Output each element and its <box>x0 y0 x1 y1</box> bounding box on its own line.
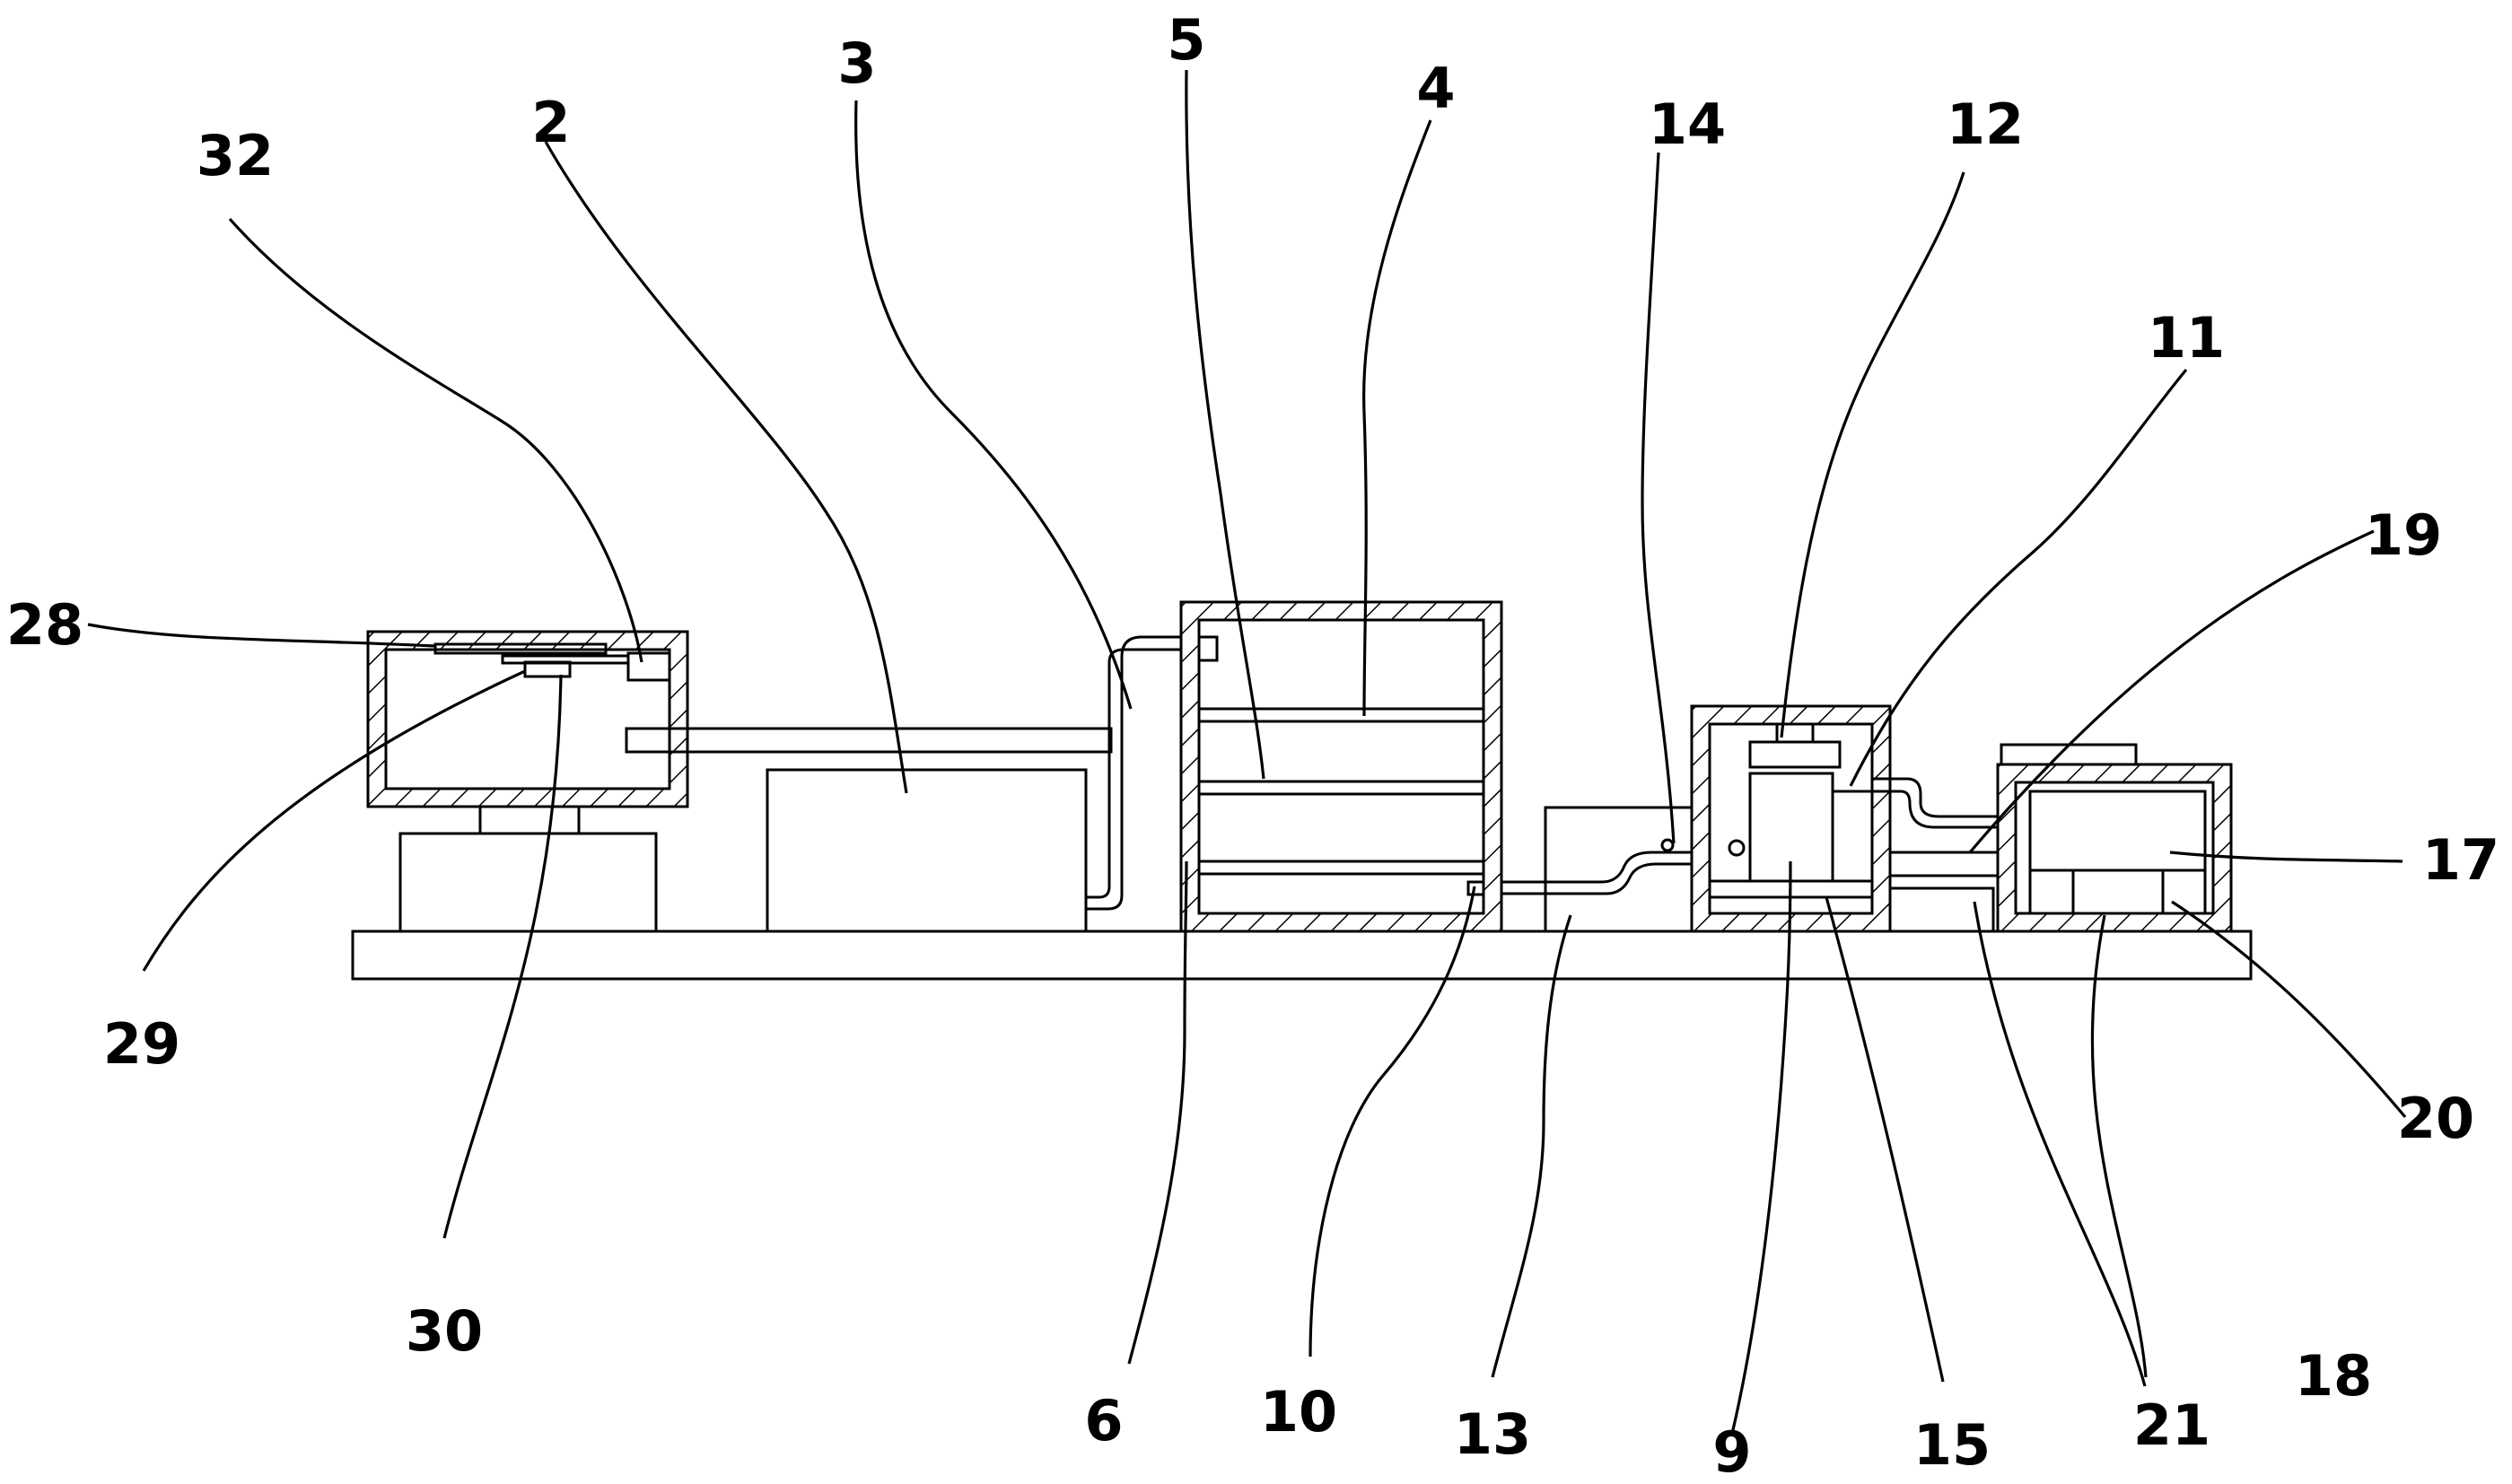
part-12-holder <box>1748 740 1842 769</box>
label-32: 32 <box>197 123 274 188</box>
inlet-box <box>1197 635 1219 662</box>
label-6: 6 <box>1084 1388 1123 1453</box>
part-28-plate <box>433 642 608 655</box>
part-9-knob <box>1728 839 1746 857</box>
part-14-fitting <box>1660 838 1675 852</box>
label-11: 11 <box>2148 305 2225 371</box>
label-19: 19 <box>2365 502 2442 568</box>
part-5-plate <box>1197 780 1485 796</box>
main-tank <box>1179 600 1503 933</box>
label-12: 12 <box>1947 92 2024 157</box>
part-21-channel <box>1888 851 2012 877</box>
pipe-19 <box>1872 777 2010 818</box>
part-30-sensor <box>523 660 572 678</box>
label-28: 28 <box>6 592 83 658</box>
label-3: 3 <box>837 31 876 96</box>
label-29: 29 <box>103 1011 180 1077</box>
label-21: 21 <box>2133 1392 2210 1458</box>
label-30: 30 <box>406 1298 483 1364</box>
left-cabinet <box>366 630 689 933</box>
part-21-block <box>1888 886 1995 933</box>
label-17: 17 <box>2422 827 2499 893</box>
part-4-plate <box>1197 707 1485 723</box>
top-bracket <box>2000 743 2138 764</box>
part-17-box <box>2028 790 2207 872</box>
cabinet-stand <box>398 832 658 933</box>
pipe-3 <box>1086 635 1183 911</box>
part-20-block <box>2071 869 2165 915</box>
part-6-plate <box>1197 860 1485 876</box>
label-14: 14 <box>1649 92 1726 157</box>
cabinet-neck <box>478 805 581 835</box>
part-10-outlet <box>1466 880 1485 896</box>
right-cabinet <box>1996 743 2233 933</box>
leader-lines <box>87 69 2407 1435</box>
label-18: 18 <box>2295 1343 2372 1409</box>
pipe-19-inner <box>1872 790 2010 829</box>
label-4: 4 <box>1416 56 1455 121</box>
part-11-side <box>1831 790 1874 883</box>
label-2: 2 <box>531 90 570 155</box>
horizontal-rod <box>625 727 1113 754</box>
label-9: 9 <box>1712 1419 1751 1484</box>
label-5: 5 <box>1167 7 1205 73</box>
part-labels: 2 3 5 4 14 12 11 19 17 20 32 28 29 30 6 … <box>6 7 2499 1484</box>
label-20: 20 <box>2397 1086 2474 1151</box>
part-32-block <box>626 651 671 682</box>
pipe-3-inner <box>1086 648 1183 899</box>
label-15: 15 <box>1913 1412 1991 1478</box>
label-10: 10 <box>1260 1379 1337 1445</box>
part-2-block <box>766 768 1088 933</box>
base-plate <box>351 930 2253 981</box>
label-13: 13 <box>1454 1401 1531 1467</box>
pipe-13-inner <box>1501 862 1698 895</box>
pipe-13 <box>1501 851 1698 884</box>
